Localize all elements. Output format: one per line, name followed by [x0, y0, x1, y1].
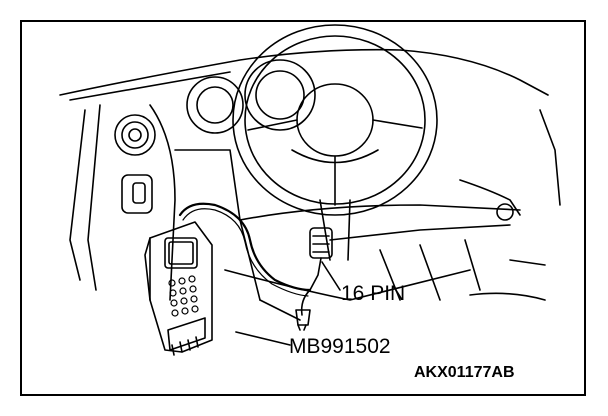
- instrument-cluster: [186, 59, 316, 134]
- air-vent: [114, 114, 156, 156]
- tool-label: MB991502: [289, 335, 391, 358]
- diagnostic-scan-tool-icon: [144, 221, 213, 356]
- figure-code: AKX01177AB: [414, 364, 515, 381]
- adapter-cable: [295, 289, 311, 331]
- diagnostic-connector-icon: [309, 227, 333, 291]
- tool-cable: [178, 202, 312, 297]
- connector-label: 16 PIN: [341, 282, 406, 305]
- dash-switch: [121, 174, 153, 214]
- steering-column: [459, 179, 521, 221]
- steering-wheel-icon: [232, 24, 438, 261]
- dashboard-outline: [59, 48, 561, 321]
- leader-line-mb991502: [235, 331, 291, 346]
- leader-line-16pin: [321, 261, 341, 291]
